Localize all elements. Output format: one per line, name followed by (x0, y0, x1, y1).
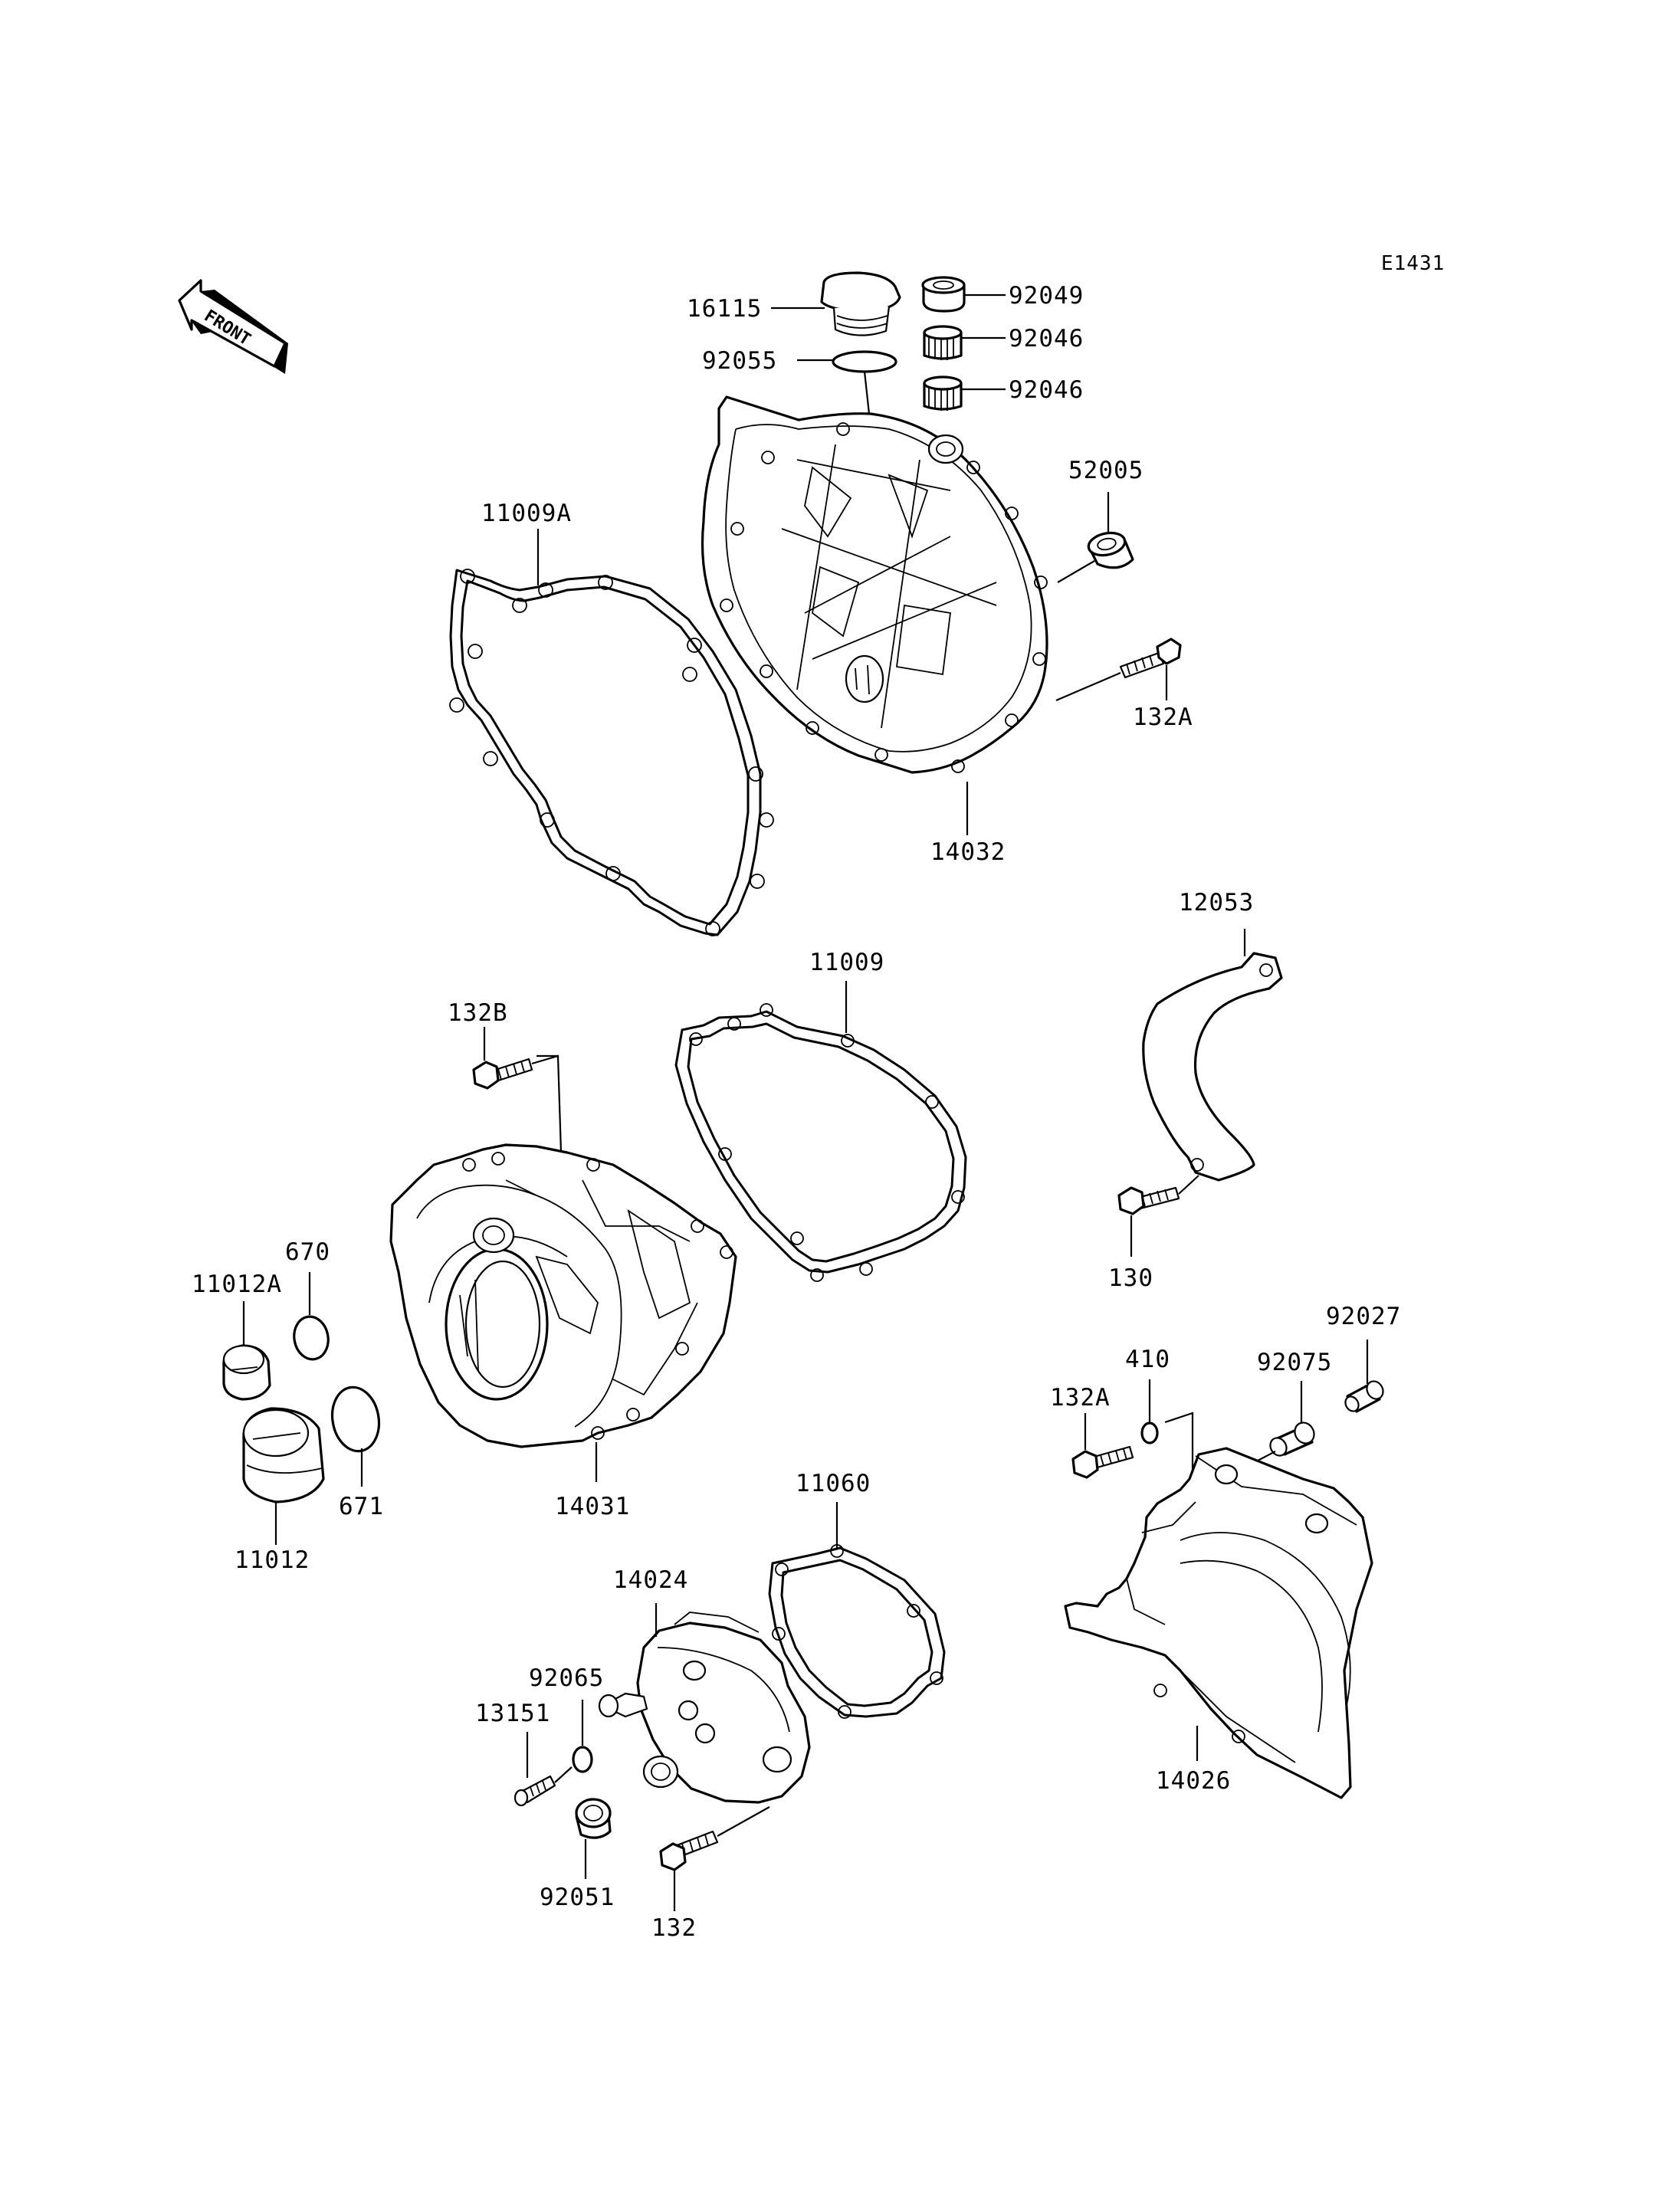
label-92051: 92051 (540, 1884, 615, 1911)
o-ring-92055 (832, 350, 897, 373)
screw-13151 (514, 1775, 556, 1807)
label-671: 671 (339, 1493, 384, 1520)
sleeve-92027 (1344, 1380, 1384, 1413)
label-13151: 13151 (475, 1700, 550, 1727)
label-11009A: 11009A (481, 500, 572, 527)
label-130: 130 (1108, 1264, 1153, 1292)
front-arrow-icon: FRONT (178, 279, 288, 374)
label-92075: 92075 (1257, 1349, 1332, 1376)
collar-92075 (1269, 1421, 1315, 1457)
label-11012A: 11012A (192, 1271, 282, 1298)
label-14032: 14032 (930, 838, 1006, 866)
bolt-130 (1117, 1186, 1180, 1215)
label-92027: 92027 (1326, 1303, 1401, 1330)
label-670: 670 (285, 1238, 330, 1266)
label-14031: 14031 (555, 1493, 630, 1520)
label-92065: 92065 (529, 1664, 604, 1692)
label-92046-a: 92046 (1009, 325, 1084, 353)
sprocket-cover-14026 (1064, 1447, 1373, 1799)
bolt-132B (472, 1058, 533, 1090)
gasket-11060 (768, 1544, 946, 1719)
label-14026: 14026 (1156, 1767, 1231, 1795)
label-92046-b: 92046 (1009, 376, 1084, 404)
o-ring-671 (330, 1385, 381, 1453)
washer-92065 (572, 1746, 593, 1773)
clutch-cover-14032 (701, 395, 1048, 774)
oil-filler-cap (820, 271, 901, 336)
chain-guard-12053 (1142, 952, 1283, 1182)
gasket-11009 (674, 1003, 967, 1282)
label-12053: 12053 (1179, 889, 1254, 917)
o-ring-670 (293, 1315, 330, 1361)
label-52005: 52005 (1068, 457, 1144, 484)
label-410: 410 (1125, 1346, 1170, 1373)
bolt-132 (659, 1830, 719, 1871)
bolt-132A-right (1071, 1445, 1134, 1479)
label-14024: 14024 (613, 1566, 688, 1594)
seal-92049 (921, 276, 966, 313)
plug-11012A (222, 1344, 271, 1401)
needle-bearing-92046-a (923, 325, 963, 360)
needle-bearing-92046-b (923, 375, 963, 411)
label-132A-top: 132A (1133, 703, 1193, 731)
label-92049: 92049 (1009, 282, 1084, 310)
label-16115: 16115 (687, 295, 762, 323)
label-11012: 11012 (235, 1546, 310, 1574)
cover-14024 (598, 1612, 811, 1804)
gasket-11009A (449, 569, 774, 936)
seal-92051 (575, 1798, 612, 1839)
label-92055: 92055 (702, 347, 777, 375)
plug-11012 (242, 1407, 325, 1503)
label-132: 132 (651, 1914, 697, 1942)
label-132A-right: 132A (1050, 1384, 1111, 1412)
label-11060: 11060 (796, 1470, 871, 1497)
generator-cover-14031 (389, 1143, 737, 1448)
bolt-132A-top (1119, 638, 1182, 679)
label-11009: 11009 (809, 949, 884, 976)
diagram-code: E1431 (1381, 252, 1445, 275)
washer-410 (1140, 1421, 1159, 1444)
label-132B: 132B (448, 999, 508, 1027)
seal-52005 (1087, 531, 1134, 569)
